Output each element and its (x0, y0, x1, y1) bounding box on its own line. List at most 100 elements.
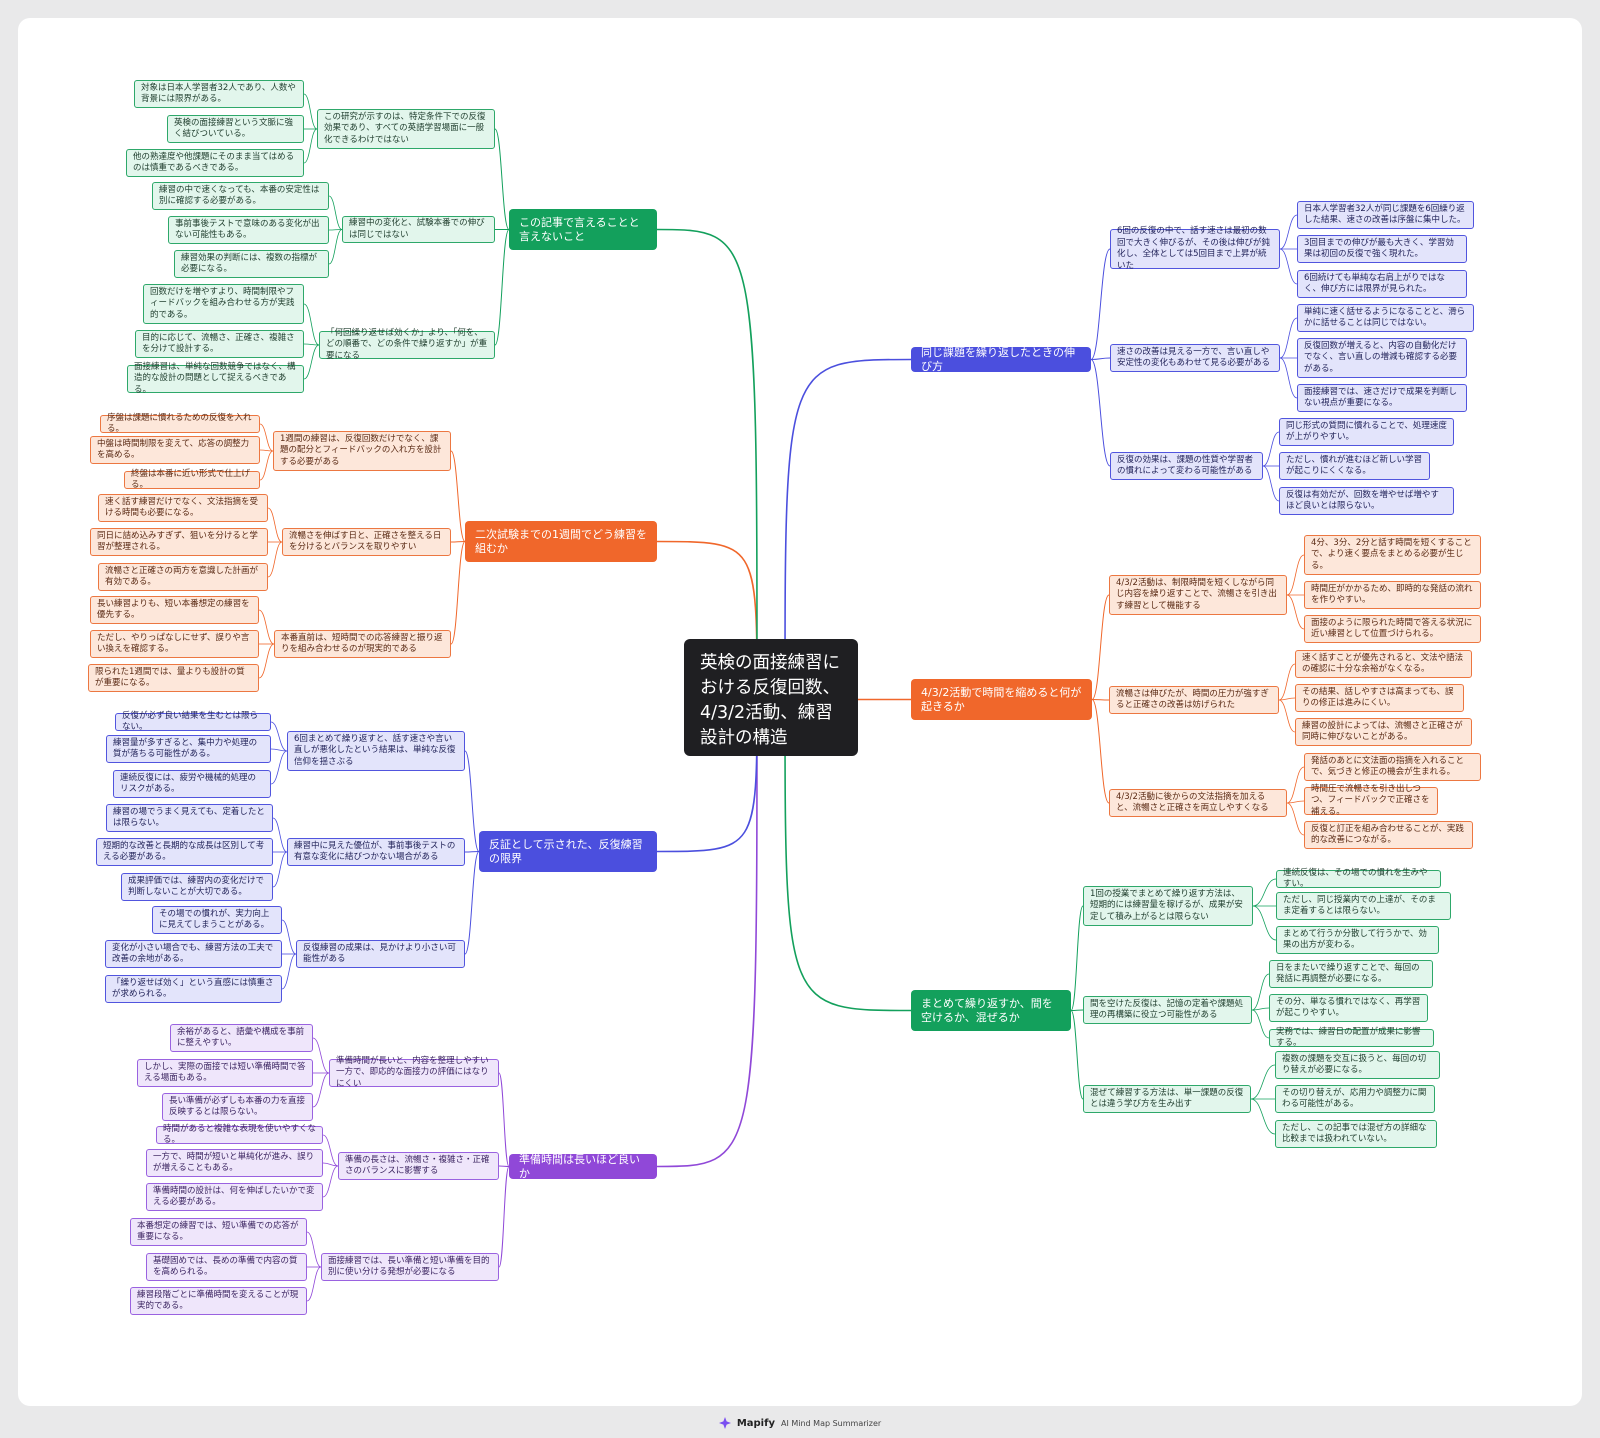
branch-6-sub-2[interactable]: 混ぜて練習する方法は、単一課題の反復とは違う学び方を生み出す (1083, 1085, 1251, 1113)
branch-5-sub-2-leaf-0[interactable]: 発話のあとに文法面の指摘を入れることで、気づきと修正の機会が生まれる。 (1304, 753, 1481, 781)
branch-6-sub-2-leaf-2[interactable]: ただし、この記事では混ぜ方の詳細な比較までは扱われていない。 (1275, 1120, 1437, 1148)
branch-5-sub-0-leaf-2[interactable]: 面接のように限られた時間で答える状況に近い練習として位置づけられる。 (1304, 615, 1481, 643)
branch-6-topic[interactable]: まとめて繰り返すか、間を空けるか、混ぜるか (911, 990, 1071, 1031)
branch-2-sub-1-leaf-0[interactable]: 練習の場でうまく見えても、定着したとは限らない。 (106, 804, 273, 832)
connector (259, 450, 274, 481)
branch-6-sub-2-leaf-0[interactable]: 複数の課題を交互に扱うと、毎回の切り替えが必要になる。 (1275, 1051, 1440, 1079)
branch-1-sub-1[interactable]: 流暢さを伸ばす日と、正確さを整える日を分けるとバランスを取りやすい (282, 528, 451, 556)
branch-5-sub-1-leaf-1[interactable]: その結果、話しやすさは高まっても、誤りの修正は進みにくい。 (1295, 684, 1464, 712)
branch-6-sub-1-leaf-2[interactable]: 実務では、練習日の配置が成果に影響する。 (1269, 1027, 1434, 1048)
branch-5-topic[interactable]: 4/3/2活動で時間を縮めると何が起きるか (911, 679, 1092, 720)
branch-1-sub-2[interactable]: 本番直前は、短時間での応答練習と振り返りを組み合わせるのが現実的である (274, 630, 451, 658)
mind-map-canvas: 英検の面接練習における反復回数、4/3/2活動、練習設計の構造 この記事で言える… (18, 18, 1582, 1406)
branch-2-topic[interactable]: 反証として示された、反復練習の限界 (479, 831, 657, 872)
branch-3-sub-0-leaf-2[interactable]: 長い準備が必ずしも本番の力を直接反映するとは限らない。 (162, 1093, 313, 1121)
branch-2-sub-1-leaf-2[interactable]: 成果評価では、練習内の変化だけで判断しないことが大切である。 (121, 873, 273, 901)
branch-4-sub-1[interactable]: 速さの改善は見える一方で、言い直しや安定性の変化もあわせて見る必要がある (1110, 344, 1280, 372)
branch-0-topic[interactable]: この記事で言えることと言えないこと (509, 209, 657, 250)
branch-1-sub-1-leaf-2[interactable]: 流暢さと正確さの両方を意識した計画が有効である。 (98, 563, 268, 591)
branch-4-sub-2-leaf-1[interactable]: ただし、慣れが進むほど新しい学習が起こりにくくなる。 (1279, 452, 1430, 480)
branch-5-sub-0-leaf-1[interactable]: 時間圧がかかるため、即時的な発話の流れを作りやすい。 (1304, 581, 1481, 609)
branch-5-sub-0-leaf-0[interactable]: 4分、3分、2分と話す時間を短くすることで、より速く要点をまとめる必要が生じる。 (1304, 535, 1481, 575)
branch-5-sub-1[interactable]: 流暢さは伸びたが、時間の圧力が強すぎると正確さの改善は妨げられた (1109, 686, 1279, 714)
branch-6-sub-1-leaf-0[interactable]: 日をまたいで繰り返すことで、毎回の発話に再調整が必要になる。 (1269, 960, 1433, 988)
branch-1-sub-0-leaf-0[interactable]: 序盤は課題に慣れるための反復を入れる。 (100, 413, 260, 434)
branch-3-sub-2-leaf-0[interactable]: 本番想定の練習では、短い準備での応答が重要になる。 (130, 1218, 307, 1246)
branch-2-sub-0-leaf-1[interactable]: 練習量が多すぎると、集中力や処理の質が落ちる可能性がある。 (106, 735, 271, 763)
connector (1091, 699, 1110, 701)
branch-5-sub-0[interactable]: 4/3/2活動は、制限時間を短くしながら同じ内容を繰り返すことで、流暢さを引き出… (1109, 575, 1287, 615)
branch-4-sub-2-leaf-2[interactable]: 反復は有効だが、回数を増やせば増やすほど良いとは限らない。 (1279, 487, 1454, 515)
branch-4-topic[interactable]: 同じ課題を繰り返したときの伸び方 (911, 346, 1091, 373)
connector (270, 748, 288, 752)
branch-3-sub-2[interactable]: 面接練習では、長い準備と短い準備を目的別に使い分ける発想が必要になる (321, 1253, 499, 1281)
branch-6-sub-0-leaf-0[interactable]: 連続反復は、その場での慣れを生みやすい。 (1276, 868, 1441, 889)
branch-4-sub-2[interactable]: 反復の効果は、課題の性質や学習者の慣れによって変わる可能性がある (1110, 452, 1263, 480)
branch-4-sub-1-leaf-2[interactable]: 面接練習では、速さだけで成果を判断しない視点が重要になる。 (1297, 384, 1467, 412)
branch-0-sub-2-leaf-1[interactable]: 目的に応じて、流暢さ、正確さ、複雑さを分けて設計する。 (135, 330, 304, 358)
branch-0-sub-2-leaf-0[interactable]: 回数だけを増やすより、時間制限やフィードバックを組み合わせる方が実践的である。 (143, 284, 304, 324)
branch-2-sub-2[interactable]: 反復練習の成果は、見かけより小さい可能性がある (296, 940, 465, 968)
branch-1-sub-1-leaf-1[interactable]: 同日に詰め込みすぎず、狙いを分けると学習が整理される。 (90, 528, 268, 556)
branch-4-sub-1-leaf-1[interactable]: 反復回数が増えると、内容の自動化だけでなく、言い直しの増減も確認する必要がある。 (1297, 338, 1467, 378)
branch-1-sub-1-leaf-0[interactable]: 速く話す練習だけでなく、文法指摘を受ける時間も必要になる。 (98, 494, 268, 522)
connector (1278, 699, 1296, 733)
branch-2-sub-2-leaf-0[interactable]: その場での慣れが、実力向上に見えてしまうことがある。 (152, 906, 282, 934)
branch-6-sub-0-leaf-1[interactable]: ただし、同じ授業内での上達が、そのまま定着するとは限らない。 (1276, 892, 1451, 920)
branch-3-sub-2-leaf-1[interactable]: 基礎固めでは、長めの準備で内容の質を高められる。 (146, 1253, 307, 1281)
branch-2-sub-2-leaf-1[interactable]: 変化が小さい場合でも、練習方法の工夫で改善の余地がある。 (105, 940, 282, 968)
branch-4-sub-2-leaf-0[interactable]: 同じ形式の質問に慣れることで、処理速度が上がりやすい。 (1279, 418, 1454, 446)
branch-3-sub-0-leaf-1[interactable]: しかし、実際の面接では短い準備時間で答える場面もある。 (137, 1059, 313, 1087)
branch-4-sub-0-leaf-1[interactable]: 3回目までの伸びが最も大きく、学習効果は初回の反復で強く現れた。 (1297, 235, 1467, 263)
branch-6-sub-1-leaf-1[interactable]: その分、単なる慣れではなく、再学習が起こりやすい。 (1269, 994, 1428, 1022)
branch-0-sub-0-leaf-0[interactable]: 対象は日本人学習者32人であり、人数や背景には限界がある。 (134, 80, 304, 108)
branch-0-sub-2[interactable]: 「何回繰り返せば効くか」より、「何を、どの順番で、どの条件で繰り返すか」が重要に… (319, 328, 495, 361)
branch-4-sub-0[interactable]: 6回の反復の中で、話す速さは最初の数回で大きく伸びるが、その後は伸びが鈍化し、全… (1110, 226, 1280, 271)
branch-1-sub-0-leaf-1[interactable]: 中盤は時間制限を変えて、応答の調整力を高める。 (90, 436, 260, 464)
branch-2-sub-0[interactable]: 6回まとめて繰り返すと、話す速さや言い直しが悪化したという結果は、単純な反復信仰… (287, 731, 465, 771)
branch-4-sub-1-leaf-0[interactable]: 単純に速く話せるようになることと、滑らかに話せることは同じではない。 (1297, 304, 1474, 332)
connector (328, 229, 343, 265)
branch-5-sub-1-leaf-2[interactable]: 練習の設計によっては、流暢さと正確さが同時に伸びないことがある。 (1295, 718, 1472, 746)
branch-6-sub-0[interactable]: 1回の授業でまとめて繰り返す方法は、短期的には練習量を稼げるが、成果が安定して積… (1083, 886, 1253, 926)
branch-6-sub-2-leaf-1[interactable]: その切り替えが、応用力や調整力に関わる可能性がある。 (1275, 1085, 1435, 1113)
branch-1-sub-2-leaf-1[interactable]: ただし、やりっぱなしにせず、誤りや言い換えを確認する。 (90, 630, 259, 658)
branch-0-sub-2-leaf-2[interactable]: 面接練習は、単純な回数競争ではなく、構造的な設計の問題として捉えるべきである。 (127, 362, 304, 395)
branch-0-sub-1[interactable]: 練習中の変化と、試験本番での伸びは同じではない (342, 216, 495, 243)
branch-5-sub-2-leaf-1[interactable]: 時間圧で流暢さを引き出しつつ、フィードバックで正確さを補える。 (1304, 784, 1438, 817)
branch-0-sub-1-leaf-2[interactable]: 練習効果の判断には、複数の指標が必要になる。 (174, 250, 329, 278)
branch-3-topic[interactable]: 準備時間は長いほど良いか (509, 1153, 657, 1180)
branch-0-sub-1-leaf-0[interactable]: 練習の中で速くなっても、本番の安定性は別に確認する必要がある。 (152, 182, 329, 210)
branch-0-sub-1-leaf-1[interactable]: 事前事後テストで意味のある変化が出ない可能性もある。 (168, 216, 329, 244)
connector (498, 1166, 510, 1268)
branch-1-sub-0[interactable]: 1週間の練習は、反復回数だけでなく、課題の配分とフィードバックの入れ方を設計する… (273, 431, 451, 471)
branch-3-sub-1-leaf-0[interactable]: 時間があると複雑な表現を使いやすくなる。 (156, 1124, 323, 1145)
branch-3-sub-2-leaf-2[interactable]: 練習段階ごとに準備時間を変えることが現実的である。 (130, 1287, 307, 1315)
branch-1-sub-2-leaf-0[interactable]: 長い練習よりも、短い本番想定の練習を優先する。 (90, 596, 259, 624)
branch-3-sub-1[interactable]: 準備の長さは、流暢さ・複雑さ・正確さのバランスに影響する (338, 1152, 499, 1180)
branch-0-sub-0-leaf-1[interactable]: 英検の面接練習という文脈に強く結びついている。 (167, 115, 304, 143)
branch-0-sub-0[interactable]: この研究が示すのは、特定条件下での反復効果であり、すべての英語学習場面に一般化で… (317, 109, 495, 149)
branch-3-sub-0[interactable]: 準備時間が長いと、内容を整理しやすい一方で、即応的な面接力の評価にはなりにくい (329, 1056, 499, 1089)
branch-2-sub-1[interactable]: 練習中に見えた優位が、事前事後テストの有意な変化に結びつかない場合がある (287, 838, 465, 866)
branch-3-sub-0-leaf-0[interactable]: 余裕があると、語彙や構成を事前に整えやすい。 (170, 1024, 313, 1052)
branch-5-sub-1-leaf-0[interactable]: 速く話すことが優先されると、文法や語法の確認に十分な余裕がなくなる。 (1295, 650, 1472, 678)
branch-3-sub-1-leaf-1[interactable]: 一方で、時間が短いと単純化が進み、誤りが増えることもある。 (146, 1149, 323, 1177)
branch-2-sub-0-leaf-0[interactable]: 反復が必ず良い結果を生むとは限らない。 (115, 711, 271, 732)
branch-3-sub-1-leaf-2[interactable]: 準備時間の設計は、何を伸ばしたいかで変える必要がある。 (146, 1183, 323, 1211)
branch-1-sub-0-leaf-2[interactable]: 終盤は本番に近い形式で仕上げる。 (124, 469, 260, 490)
branch-2-sub-1-leaf-1[interactable]: 短期的な改善と長期的な成長は区別して考える必要がある。 (96, 838, 273, 866)
branch-6-sub-1[interactable]: 間を空けた反復は、記憶の定着や課題処理の再構築に役立つ可能性がある (1083, 996, 1252, 1024)
branch-2-sub-0-leaf-2[interactable]: 連続反復には、疲労や機械的処理のリスクがある。 (113, 770, 271, 798)
branch-4-sub-0-leaf-2[interactable]: 6回続けても単純な右肩上がりではなく、伸び方には限界が見られた。 (1297, 270, 1467, 298)
branch-5-sub-2-leaf-2[interactable]: 反復と訂正を組み合わせることが、実践的な改善につながる。 (1304, 821, 1473, 849)
branch-1-sub-2-leaf-2[interactable]: 限られた1週間では、量よりも設計の質が重要になる。 (88, 664, 259, 692)
connector (1250, 1098, 1276, 1135)
branch-1-topic[interactable]: 二次試験までの1週間でどう練習を組むか (465, 521, 657, 562)
branch-0-sub-0-leaf-2[interactable]: 他の熟達度や他課題にそのまま当てはめるのは慎重であるべきである。 (126, 149, 304, 177)
branch-6-sub-0-leaf-2[interactable]: まとめて行うか分散して行うかで、効果の出方が変わる。 (1276, 926, 1439, 954)
branch-5-sub-2[interactable]: 4/3/2活動に後からの文法指摘を加えると、流暢さと正確さを両立しやすくなる (1109, 789, 1287, 817)
center-topic[interactable]: 英検の面接練習における反復回数、4/3/2活動、練習設計の構造 (684, 639, 858, 756)
branch-2-sub-2-leaf-2[interactable]: 「繰り返せば効く」という直感には慎重さが求められる。 (105, 975, 282, 1003)
branch-4-sub-0-leaf-0[interactable]: 日本人学習者32人が同じ課題を6回繰り返した結果、速さの改善は序盤に集中した。 (1297, 201, 1474, 229)
